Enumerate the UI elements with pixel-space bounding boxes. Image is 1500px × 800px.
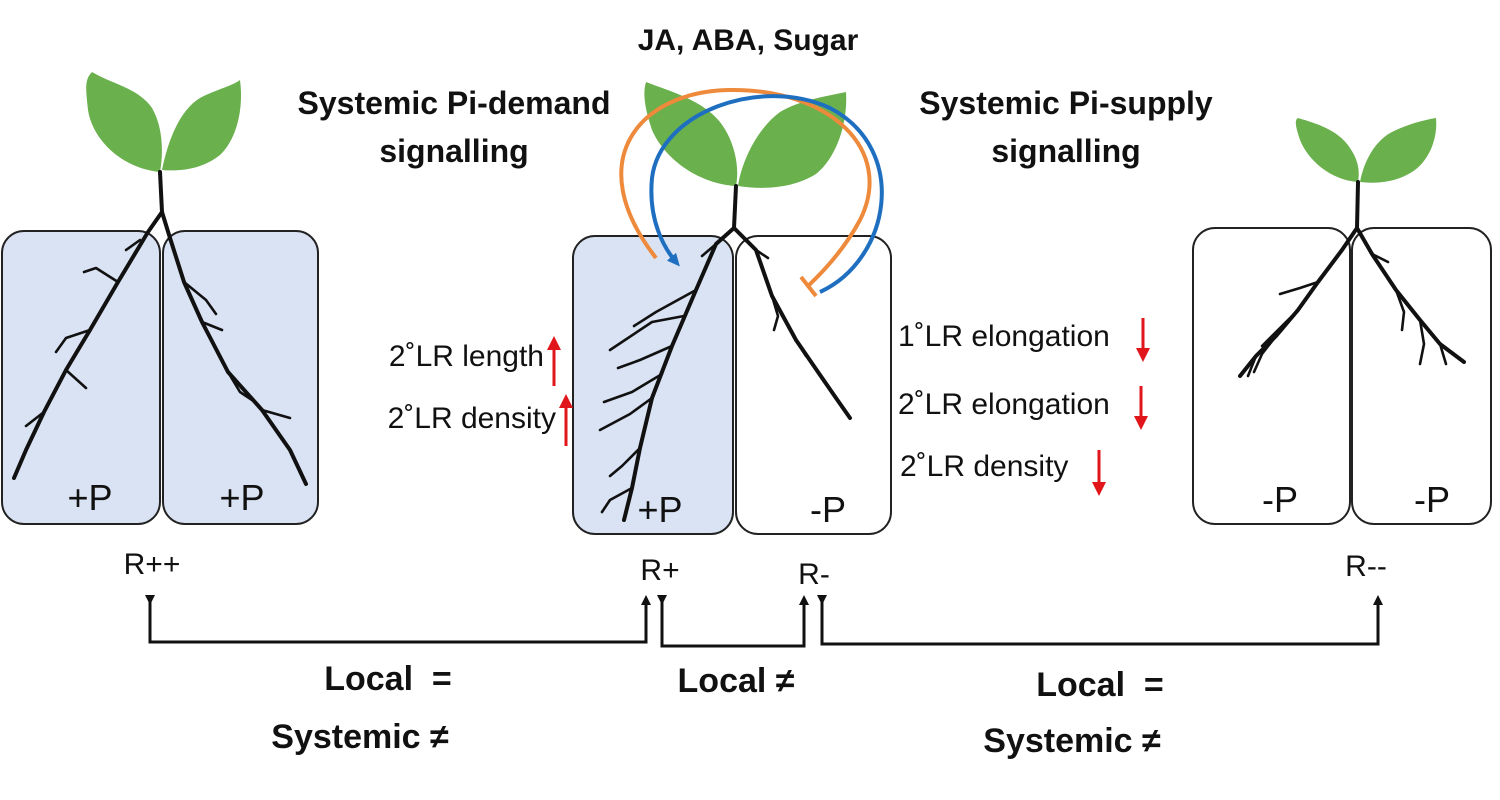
right-box-right-label: -P [1414,479,1450,520]
right-roots [1238,180,1466,378]
center-box-left-label: +P [637,489,682,530]
right-shoot [1295,118,1437,183]
demand-signal-label-line2: signalling [379,133,528,169]
plant-center: +P -P [572,82,892,535]
comparison-brackets [145,595,1383,648]
left-shoot [86,72,242,172]
left-box-right [162,230,319,525]
supply-signal-label-line1: Systemic Pi-supply [919,85,1213,121]
increase-responses: 2˚LR length 2˚LR density [388,336,573,446]
center-box-right-label: -P [810,489,846,530]
decrease-response-2: 2˚LR elongation [898,388,1110,421]
left-roots [12,170,308,486]
comparison-right-line1: Local = [1036,666,1164,704]
right-box-left [1192,227,1351,525]
decrease-response-3: 2˚LR density [900,450,1068,483]
comparison-right-line2: Systemic ≠ [983,722,1161,760]
down-arrow-icon [1134,386,1148,430]
increase-response-1: 2˚LR length [389,340,544,373]
demand-signal-label-line1: Systemic Pi-demand [298,85,611,121]
left-box-left-label: +P [67,477,112,518]
bracket-right [817,595,1383,646]
down-arrow-icon [1136,318,1150,362]
root-label-left: R++ [124,548,181,581]
down-arrow-icon [1092,450,1106,496]
comparison-left-line2: Systemic ≠ [271,718,449,756]
comparison-left-line1: Local = [324,660,452,698]
center-roots [598,184,852,522]
plant-left: +P +P [1,72,319,525]
root-label-right: R-- [1345,550,1387,583]
center-shoot [644,82,847,188]
up-arrow-icon [559,394,573,446]
bracket-middle [657,595,809,648]
root-label-center-right: R- [798,558,830,591]
plant-right: -P -P [1192,118,1492,525]
right-box-right [1351,227,1492,525]
up-arrow-icon [547,336,561,386]
center-box-left [572,235,734,535]
supply-signal-arc [619,87,872,288]
supply-signal-label-line2: signalling [991,133,1140,169]
left-box-left [1,230,161,525]
root-label-center-left: R+ [640,554,679,587]
increase-response-2: 2˚LR density [388,402,556,435]
hormones-label: JA, ABA, Sugar [638,24,859,57]
left-box-right-label: +P [219,477,264,518]
systemic-signals [619,87,884,298]
decrease-responses: 1˚LR elongation 2˚LR elongation 2˚LR den… [898,318,1150,496]
comparison-middle: Local ≠ [678,662,795,700]
supply-signal-inhibit-bar [799,275,818,298]
bracket-left [145,595,651,644]
demand-signal-arc [649,94,884,294]
center-box-right [735,235,892,535]
decrease-response-1: 1˚LR elongation [898,320,1110,353]
right-box-left-label: -P [1262,479,1298,520]
